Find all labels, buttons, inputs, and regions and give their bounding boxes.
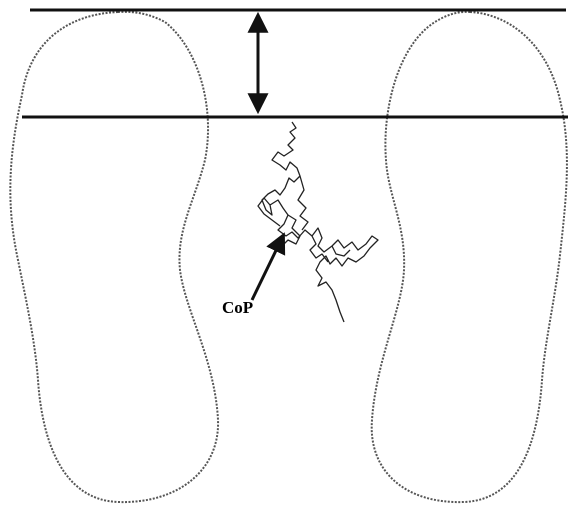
center-of-pressure-trajectory [258,122,378,322]
cop-label: CoP [222,298,253,318]
right-footprint-outline [372,12,567,502]
left-footprint-outline [10,12,218,502]
arrow-to-trajectory [252,236,283,300]
